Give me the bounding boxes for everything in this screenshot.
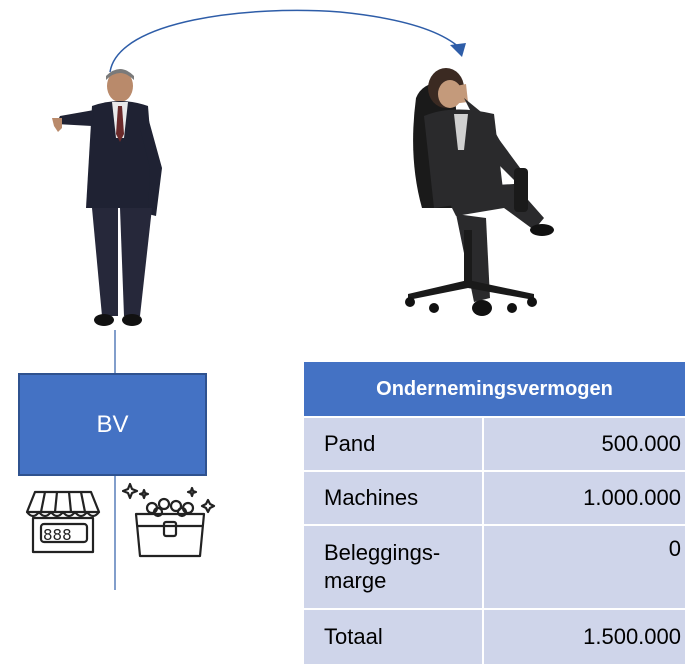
ondernemingsvermogen-table: Ondernemingsvermogen Pand 500.000 Machin…: [304, 362, 685, 664]
table-row: Pand 500.000: [304, 418, 685, 472]
row-value-pand: 500.000: [482, 418, 685, 472]
bv-box: BV: [18, 373, 207, 476]
table-row: Beleggings- marge 0: [304, 526, 685, 610]
svg-text:888: 888: [43, 526, 72, 544]
table-header: Ondernemingsvermogen: [304, 362, 685, 418]
row-value-totaal: 1.500.000: [482, 610, 685, 664]
stressed-man-in-chair-figure: [405, 68, 554, 316]
table-row: Machines 1.000.000: [304, 472, 685, 526]
transfer-arrow: [109, 9, 466, 590]
row-value-beleggingsmarge: 0: [482, 526, 685, 610]
table-header-row: Ondernemingsvermogen: [304, 362, 685, 418]
row-label-totaal: Totaal: [304, 610, 482, 664]
older-man-thumbs-down-figure: [52, 69, 162, 326]
treasure-chest-icon: [122, 482, 216, 558]
bv-label: BV: [96, 410, 129, 438]
row-label-machines: Machines: [304, 472, 482, 526]
row-label-pand: Pand: [304, 418, 482, 472]
shop-icon: 888: [25, 490, 101, 554]
row-value-machines: 1.000.000: [482, 472, 685, 526]
row-label-beleggingsmarge: Beleggings- marge: [304, 526, 482, 610]
table-row: Totaal 1.500.000: [304, 610, 685, 664]
